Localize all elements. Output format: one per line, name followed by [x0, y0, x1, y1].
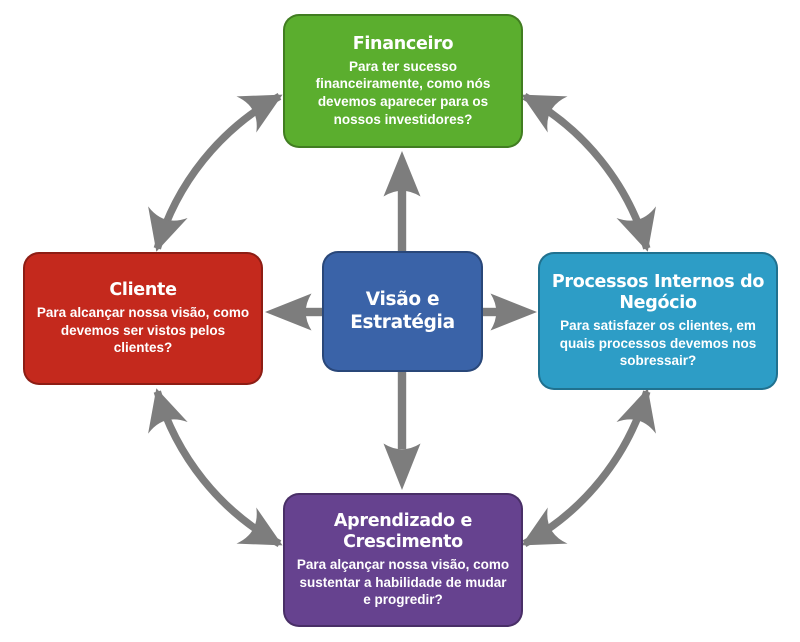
arc-arrow-financeiro-processos: [521, 93, 656, 252]
cliente-box: Cliente Para alcançar nossa visão, como …: [23, 252, 263, 385]
arc-arrow-cliente-aprendizado: [148, 388, 283, 547]
aprendizado-box: Aprendizado e Crescimento Para alçançar …: [283, 493, 523, 627]
aprendizado-title: Aprendizado e Crescimento: [333, 511, 473, 553]
arrow-center-to-processos: [482, 293, 537, 331]
cliente-question: Para alcançar nossa visão, como devemos …: [36, 305, 250, 356]
financeiro-title: Financeiro: [352, 33, 454, 54]
processos-internos-title: Processos Internos do Negócio: [551, 272, 765, 314]
aprendizado-question: Para alçançar nossa visão, como sustenta…: [296, 557, 510, 608]
arrow-center-to-aprendizado: [383, 371, 421, 490]
visao-estrategia-box: Visão e Estratégia: [322, 251, 483, 372]
visao-estrategia-title: Visão e Estratégia: [350, 289, 455, 333]
financeiro-box: Financeiro Para ter sucesso financeirame…: [283, 14, 523, 148]
arrow-center-to-cliente: [265, 293, 323, 331]
processos-internos-box: Processos Internos do Negócio Para satis…: [538, 252, 778, 390]
cliente-title: Cliente: [109, 280, 177, 301]
arc-arrow-processos-aprendizado: [521, 388, 656, 547]
processos-internos-question: Para satisfazer os clientes, em quais pr…: [559, 318, 757, 369]
arrow-center-to-financeiro: [383, 151, 421, 253]
financeiro-question: Para ter sucesso financeiramente, como n…: [315, 58, 491, 127]
arc-arrow-financeiro-cliente: [148, 93, 283, 252]
